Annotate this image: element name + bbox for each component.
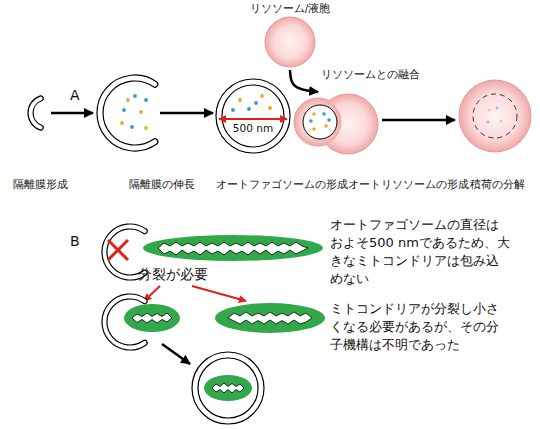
engulfed-mitochondrion [204, 375, 252, 401]
stage-caption: 隔離膜の伸長 [129, 178, 195, 191]
stage-caption: オートリソソームの形成 [348, 178, 469, 191]
size-arrow [219, 118, 287, 120]
stage-caption: オートファゴソームの形成 [216, 178, 348, 191]
stage-caption: 積荷の分解 [470, 178, 525, 191]
flow-arrow [51, 112, 93, 115]
dimension: 500 nm [233, 122, 273, 135]
panel-letter: B [70, 232, 80, 250]
cargo-dots [231, 94, 272, 112]
autophagosome-outer [216, 79, 290, 153]
note: オートファゴソームの直径は およそ500 nmであるため、大 きなミトコンドリア… [330, 216, 520, 288]
note: ミトコンドリアが分裂し小さ くなる必要があるが、その分 子機構は不明であった [330, 300, 520, 354]
mitochondrion-cristae [228, 312, 312, 324]
autophagosome-inner [222, 85, 284, 147]
stage-figure: 積荷の分解 [459, 80, 531, 152]
mitochondrion-cristae [132, 313, 172, 323]
cross-mark [108, 240, 128, 260]
inner-membrane [303, 105, 337, 139]
autophagosome-outer [192, 352, 264, 424]
stage-figure: 隔離膜形成 [28, 95, 47, 131]
stage-caption: リソソーム/液胞 [250, 2, 331, 15]
edge-label: リソソームとの融合 [320, 68, 421, 81]
flow-arrow [290, 70, 318, 92]
cargo-dots [120, 94, 148, 130]
autolysosome-fill [295, 99, 342, 146]
cargo-dots [309, 112, 331, 131]
autophagosome-inner [198, 358, 258, 418]
stage-figure: オートファゴソームの形成 [216, 79, 290, 153]
elongating-membrane [97, 75, 158, 151]
panel-letter: A [70, 86, 80, 104]
cargo-dots [487, 107, 503, 124]
stage-caption: 隔離膜形成 [13, 178, 68, 191]
dissolving-membrane [473, 94, 517, 138]
engulf-arrow [162, 344, 190, 364]
isolation-membrane [28, 96, 43, 130]
stage-figure: 隔離膜の伸長 [97, 75, 157, 151]
large-mitochondrion [143, 235, 323, 261]
lysosome-circle: リソソーム/液胞 [264, 16, 316, 68]
degrading-lysosome [459, 80, 531, 152]
node-outline [264, 16, 316, 68]
flow-arrow [382, 119, 455, 122]
flow-arrow [160, 112, 213, 115]
stage-figure: オートリソソームの形成 [294, 94, 378, 154]
small-mitochondrion [124, 304, 180, 332]
lysosome-outline [265, 17, 315, 67]
mitochondrion-cristae [158, 242, 308, 255]
annotation: 分裂が必要 [138, 265, 208, 283]
mitochondrion-cristae [212, 383, 244, 393]
fission-arrow [192, 286, 246, 301]
medium-mitochondrion [215, 303, 325, 333]
